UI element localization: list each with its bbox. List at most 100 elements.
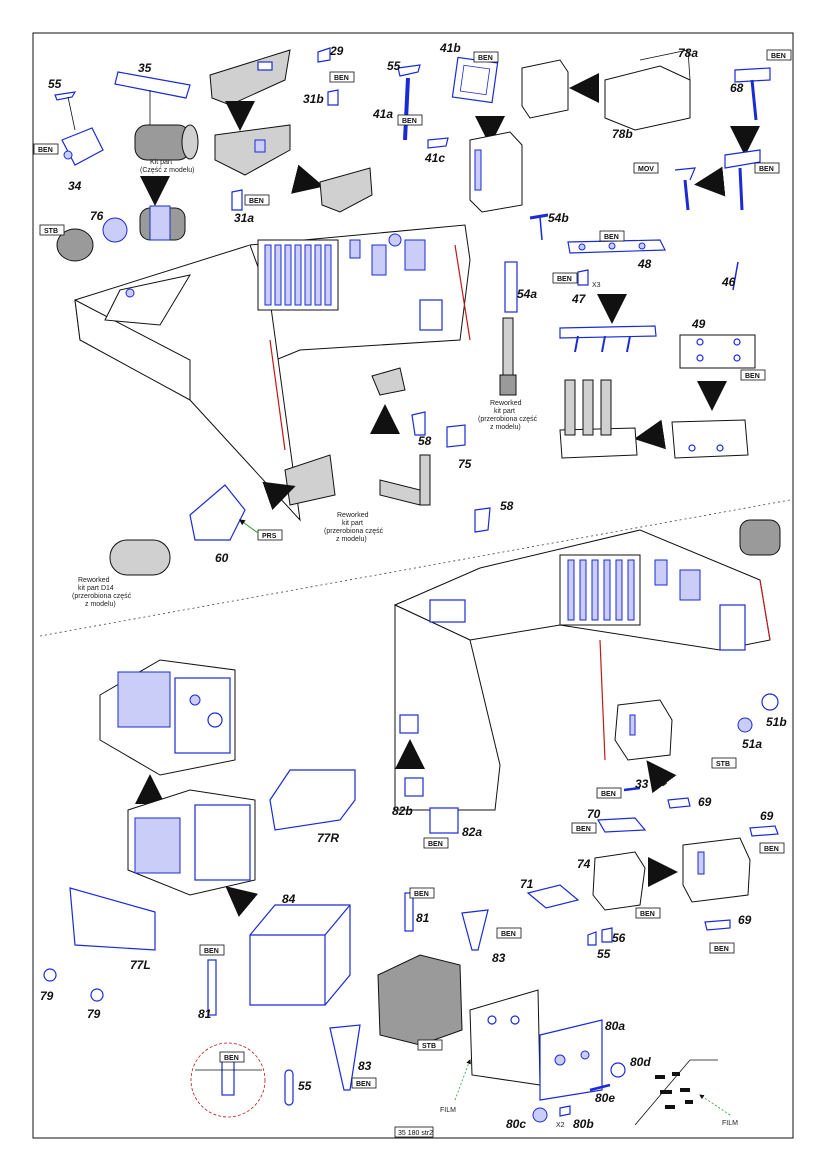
part-number-77l: 77L [130,958,151,972]
part-55-loop [284,1069,294,1106]
part-number-47: 47 [571,292,587,306]
part-84-frame [249,904,351,1006]
part-number-80d: 80d [630,1055,651,1069]
part-number-33: 33 [635,777,649,791]
step-arrow-60 [262,481,296,511]
part-49-folded [671,419,749,459]
film-arrow-a [454,1059,471,1101]
step-arrow-49b [634,419,666,450]
part-number-84: 84 [282,892,296,906]
hull-front-plate [74,299,191,401]
reworked-a-2: kit part [494,408,515,415]
part-number-55: 55 [48,77,62,91]
part-number-55-latch: 55 [597,947,611,961]
tag-ben-83b: BEN [351,1077,377,1089]
part-33-clip [623,786,641,792]
part-number-34: 34 [68,179,82,193]
prs-arrow [239,519,259,534]
kit-part-d14 [109,539,171,576]
part-number-77r: 77R [317,831,339,845]
part-number-56: 56 [612,931,626,945]
svg-text:BEN: BEN [204,948,219,955]
svg-text:STB: STB [422,1043,436,1050]
part-29-clip [317,47,331,63]
part-71-grid [526,884,580,909]
part-number-70: 70 [587,807,601,821]
tag-prs: PRS [257,529,283,541]
hull-weld-line-right [454,244,471,341]
part-46-pin [732,261,739,291]
step-arrow-plate [291,164,324,194]
part-80e-lever [589,1083,611,1092]
svg-text:BEN: BEN [576,826,591,833]
box-74-assembled [614,699,673,761]
tag-ben-41b: BEN [473,51,499,63]
ammo-rack [257,239,339,311]
part-number-79b: 79 [87,1007,101,1021]
reworked-a-4: z modelu) [490,424,521,431]
upper-hull-assembly [74,224,471,522]
film-arrow-b [699,1094,731,1116]
part-number-79a: 79 [40,989,54,1003]
part-78-box [521,49,691,131]
part-58b-clip [474,507,491,533]
svg-text:BEN: BEN [501,931,516,938]
kit-part-note-2: (Część z modelu) [140,167,194,174]
part-77l-side [69,887,156,951]
part-number-48: 48 [637,257,652,271]
part-80d-ring [610,1062,626,1078]
part-number-80b: 80b [573,1117,594,1131]
part-number-80a: 80a [605,1019,625,1033]
svg-text:STB: STB [716,761,730,768]
part-number-41b: 41b [439,41,461,55]
part-82b-plate [404,777,424,797]
battery-box [377,954,463,1046]
page-border [32,32,794,1139]
footer-code: 35 180 str2 [394,1126,434,1138]
tag-ben-41a: BEN [397,114,423,126]
box-69-assembled [682,837,751,903]
reworked-bar [379,454,431,506]
svg-text:35 180 str2: 35 180 str2 [398,1130,433,1137]
interior-fittings [349,233,443,331]
stb-cylinder [56,228,94,262]
part-number-83b: 83 [358,1059,372,1073]
kit-part-note-1: Kit part [150,159,172,166]
part-82-small-box [399,714,419,734]
reworked-b-2: kit part [342,520,363,527]
tag-stb-51: STB [711,757,737,769]
svg-text:BEN: BEN [764,846,779,853]
svg-text:MOV: MOV [638,166,654,173]
part-80c-gear [532,1107,548,1123]
tag-ben-detail: BEN [219,1051,245,1063]
svg-text:BEN: BEN [759,166,774,173]
svg-text:BEN: BEN [601,791,616,798]
part-number-55-hinge: 55 [387,59,401,73]
part-31-bracket-plate [209,49,291,106]
film-label-b: FILM [722,1120,738,1127]
part-82a-box [429,807,459,834]
hatch-door [719,604,746,651]
part-48-rail [567,239,666,254]
part-80a-plate [539,1019,603,1101]
part-number-80c: 80c [506,1117,526,1131]
part-83b-bracket [329,1024,361,1091]
kit-part-canister [134,124,199,161]
part-55-latch [587,931,597,946]
film-label-a: FILM [440,1107,456,1114]
part-69a-bracket [667,797,691,809]
tag-stb-battery: STB [417,1039,443,1051]
tag-ben-47: BEN [552,272,578,284]
svg-text:BEN: BEN [557,276,572,283]
assembled-box-78 [469,131,523,213]
part-number-82a: 82a [462,825,482,839]
part-number-81a: 81 [416,911,430,925]
part-60-seat [189,484,246,541]
svg-text:BEN: BEN [478,55,493,62]
part-number-58a: 58 [418,434,432,448]
svg-text:BEN: BEN [428,841,443,848]
part-56-clip [601,927,613,943]
part-number-74: 74 [577,857,591,871]
part-number-41c: 41c [424,151,445,165]
